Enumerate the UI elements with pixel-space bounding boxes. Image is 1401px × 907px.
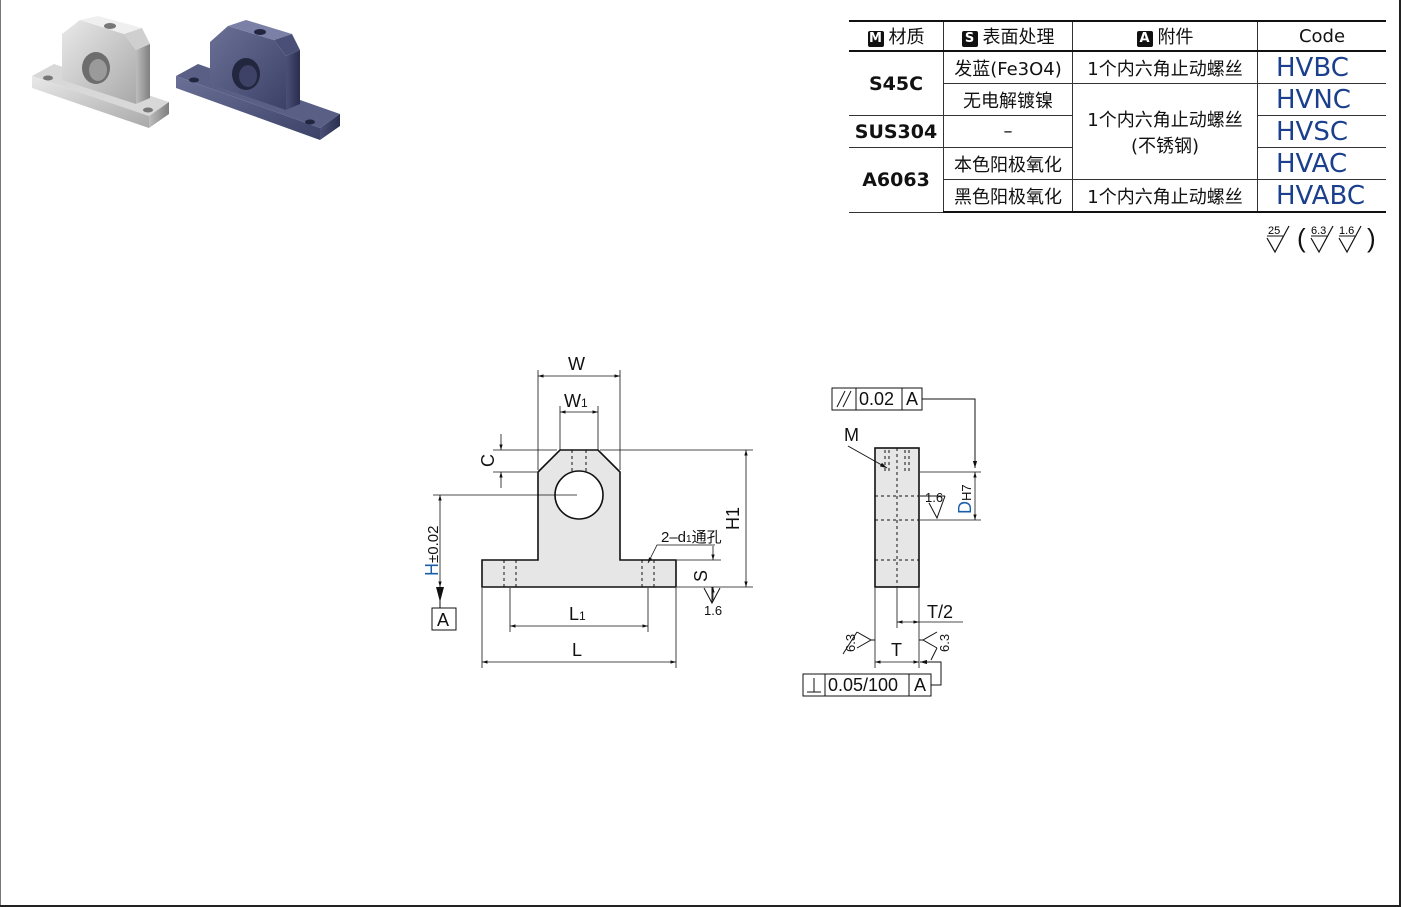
datum-A-label: A xyxy=(437,610,449,630)
parallelism-value: 0.02 xyxy=(859,389,894,409)
black-bracket-image xyxy=(176,20,340,140)
dim-C: C xyxy=(478,454,498,467)
dim-T-half: T/2 xyxy=(927,602,953,622)
table-row: 黑色阳极氧化 1个内六角止动螺丝 HVABC xyxy=(849,179,1386,213)
dim-H1: H1 xyxy=(723,507,743,530)
frame-right-border xyxy=(1399,0,1401,907)
material-a6063: A6063 xyxy=(849,147,944,213)
roughness-right-label: 6.3 xyxy=(937,634,952,652)
dim-W: W xyxy=(568,354,585,374)
material-badge-icon: M xyxy=(867,31,884,47)
code-hvsc[interactable]: HVSC xyxy=(1257,115,1386,148)
surface-blackening: 发蓝(Fe3O4) xyxy=(943,51,1073,84)
svg-text:): ) xyxy=(1367,223,1376,253)
dim-H: H±0.02 xyxy=(422,526,442,576)
technical-drawing: W W1 C H1 H±0.02 S L1 L 2–d1通孔 A 1.6 xyxy=(422,354,981,697)
roughness-value-c: 1.6 xyxy=(1339,225,1354,237)
roughness-left-label: 6.3 xyxy=(843,634,858,652)
material-s45c: S45C xyxy=(849,51,944,116)
roughness-triangle-icon xyxy=(1310,225,1334,254)
roughness-triangle-icon xyxy=(921,631,938,649)
frame-bottom-border xyxy=(0,905,1401,907)
surface-black-anodize: 黑色阳极氧化 xyxy=(943,179,1073,213)
dim-S: S xyxy=(691,570,711,582)
header-code: Code xyxy=(1257,20,1386,52)
parallelism-ref: A xyxy=(906,389,918,409)
roughness-triangle-icon xyxy=(928,495,946,520)
datum-A-box xyxy=(431,607,457,631)
roughness-front-label: 1.6 xyxy=(704,603,722,618)
accessory-setscrew-last: 1个内六角止动螺丝 xyxy=(1072,179,1258,213)
parallelism-symbol-box xyxy=(831,387,857,411)
code-hvbc[interactable]: HVBC xyxy=(1257,51,1386,84)
dim-M: M xyxy=(844,425,859,445)
code-hvac[interactable]: HVAC xyxy=(1257,147,1386,180)
dim-W1: W1 xyxy=(564,391,588,411)
surface-roughness-symbols: 25 ( 6.3 1.6 ) xyxy=(1266,223,1376,254)
dim-D: DH7 xyxy=(955,484,975,514)
roughness-triangle-icon xyxy=(1266,225,1290,254)
roughness-triangle-icon xyxy=(1338,225,1362,254)
holes-note: 2–d1通孔 xyxy=(661,529,722,546)
surface-none: – xyxy=(943,115,1073,148)
table-row: SUS304 – HVSC xyxy=(849,115,1386,148)
accessory-setscrew-stainless: 1个内六角止动螺丝(不锈钢) xyxy=(1072,83,1258,180)
roughness-value-b: 6.3 xyxy=(1311,225,1326,237)
accessory-setscrew: 1个内六角止动螺丝 xyxy=(1072,51,1258,84)
surface-electroless: 无电解镀镍 xyxy=(943,83,1073,116)
frame-left-border xyxy=(0,0,1,907)
dim-L: L xyxy=(572,640,582,660)
perpendicularity-ref: A xyxy=(914,675,926,695)
table-row: 无电解镀镍 1个内六角止动螺丝(不锈钢) HVNC xyxy=(849,83,1386,180)
svg-text:(: ( xyxy=(1297,223,1306,253)
roughness-side-label: 1.6 xyxy=(925,490,943,505)
table-row: S45C 发蓝(Fe3O4) 1个内六角止动螺丝 HVBC xyxy=(849,51,1386,116)
roughness-triangle-icon xyxy=(856,631,873,649)
accessory-badge-icon: A xyxy=(1136,31,1153,47)
dim-L1: L1 xyxy=(569,604,586,624)
front-view: W W1 C H1 H±0.02 S L1 L 2–d1通孔 A 1.6 xyxy=(422,354,753,668)
surface-clear-anodize: 本色阳极氧化 xyxy=(943,147,1073,180)
silver-bracket-image xyxy=(32,16,169,128)
table-row: A6063 本色阳极氧化 HVAC xyxy=(849,147,1386,213)
product-photo xyxy=(32,16,340,140)
side-view: 0.02 A M DH7 1.6 T/2 T 6.3 xyxy=(802,387,981,697)
material-sus304: SUS304 xyxy=(849,115,944,148)
dim-T: T xyxy=(891,640,902,660)
perpendicularity-value: 0.05/100 xyxy=(828,675,898,695)
code-hvabc[interactable]: HVABC xyxy=(1257,179,1386,213)
code-hvnc[interactable]: HVNC xyxy=(1257,83,1386,116)
surface-badge-icon: S xyxy=(961,31,978,47)
roughness-value-a: 25 xyxy=(1268,225,1280,237)
